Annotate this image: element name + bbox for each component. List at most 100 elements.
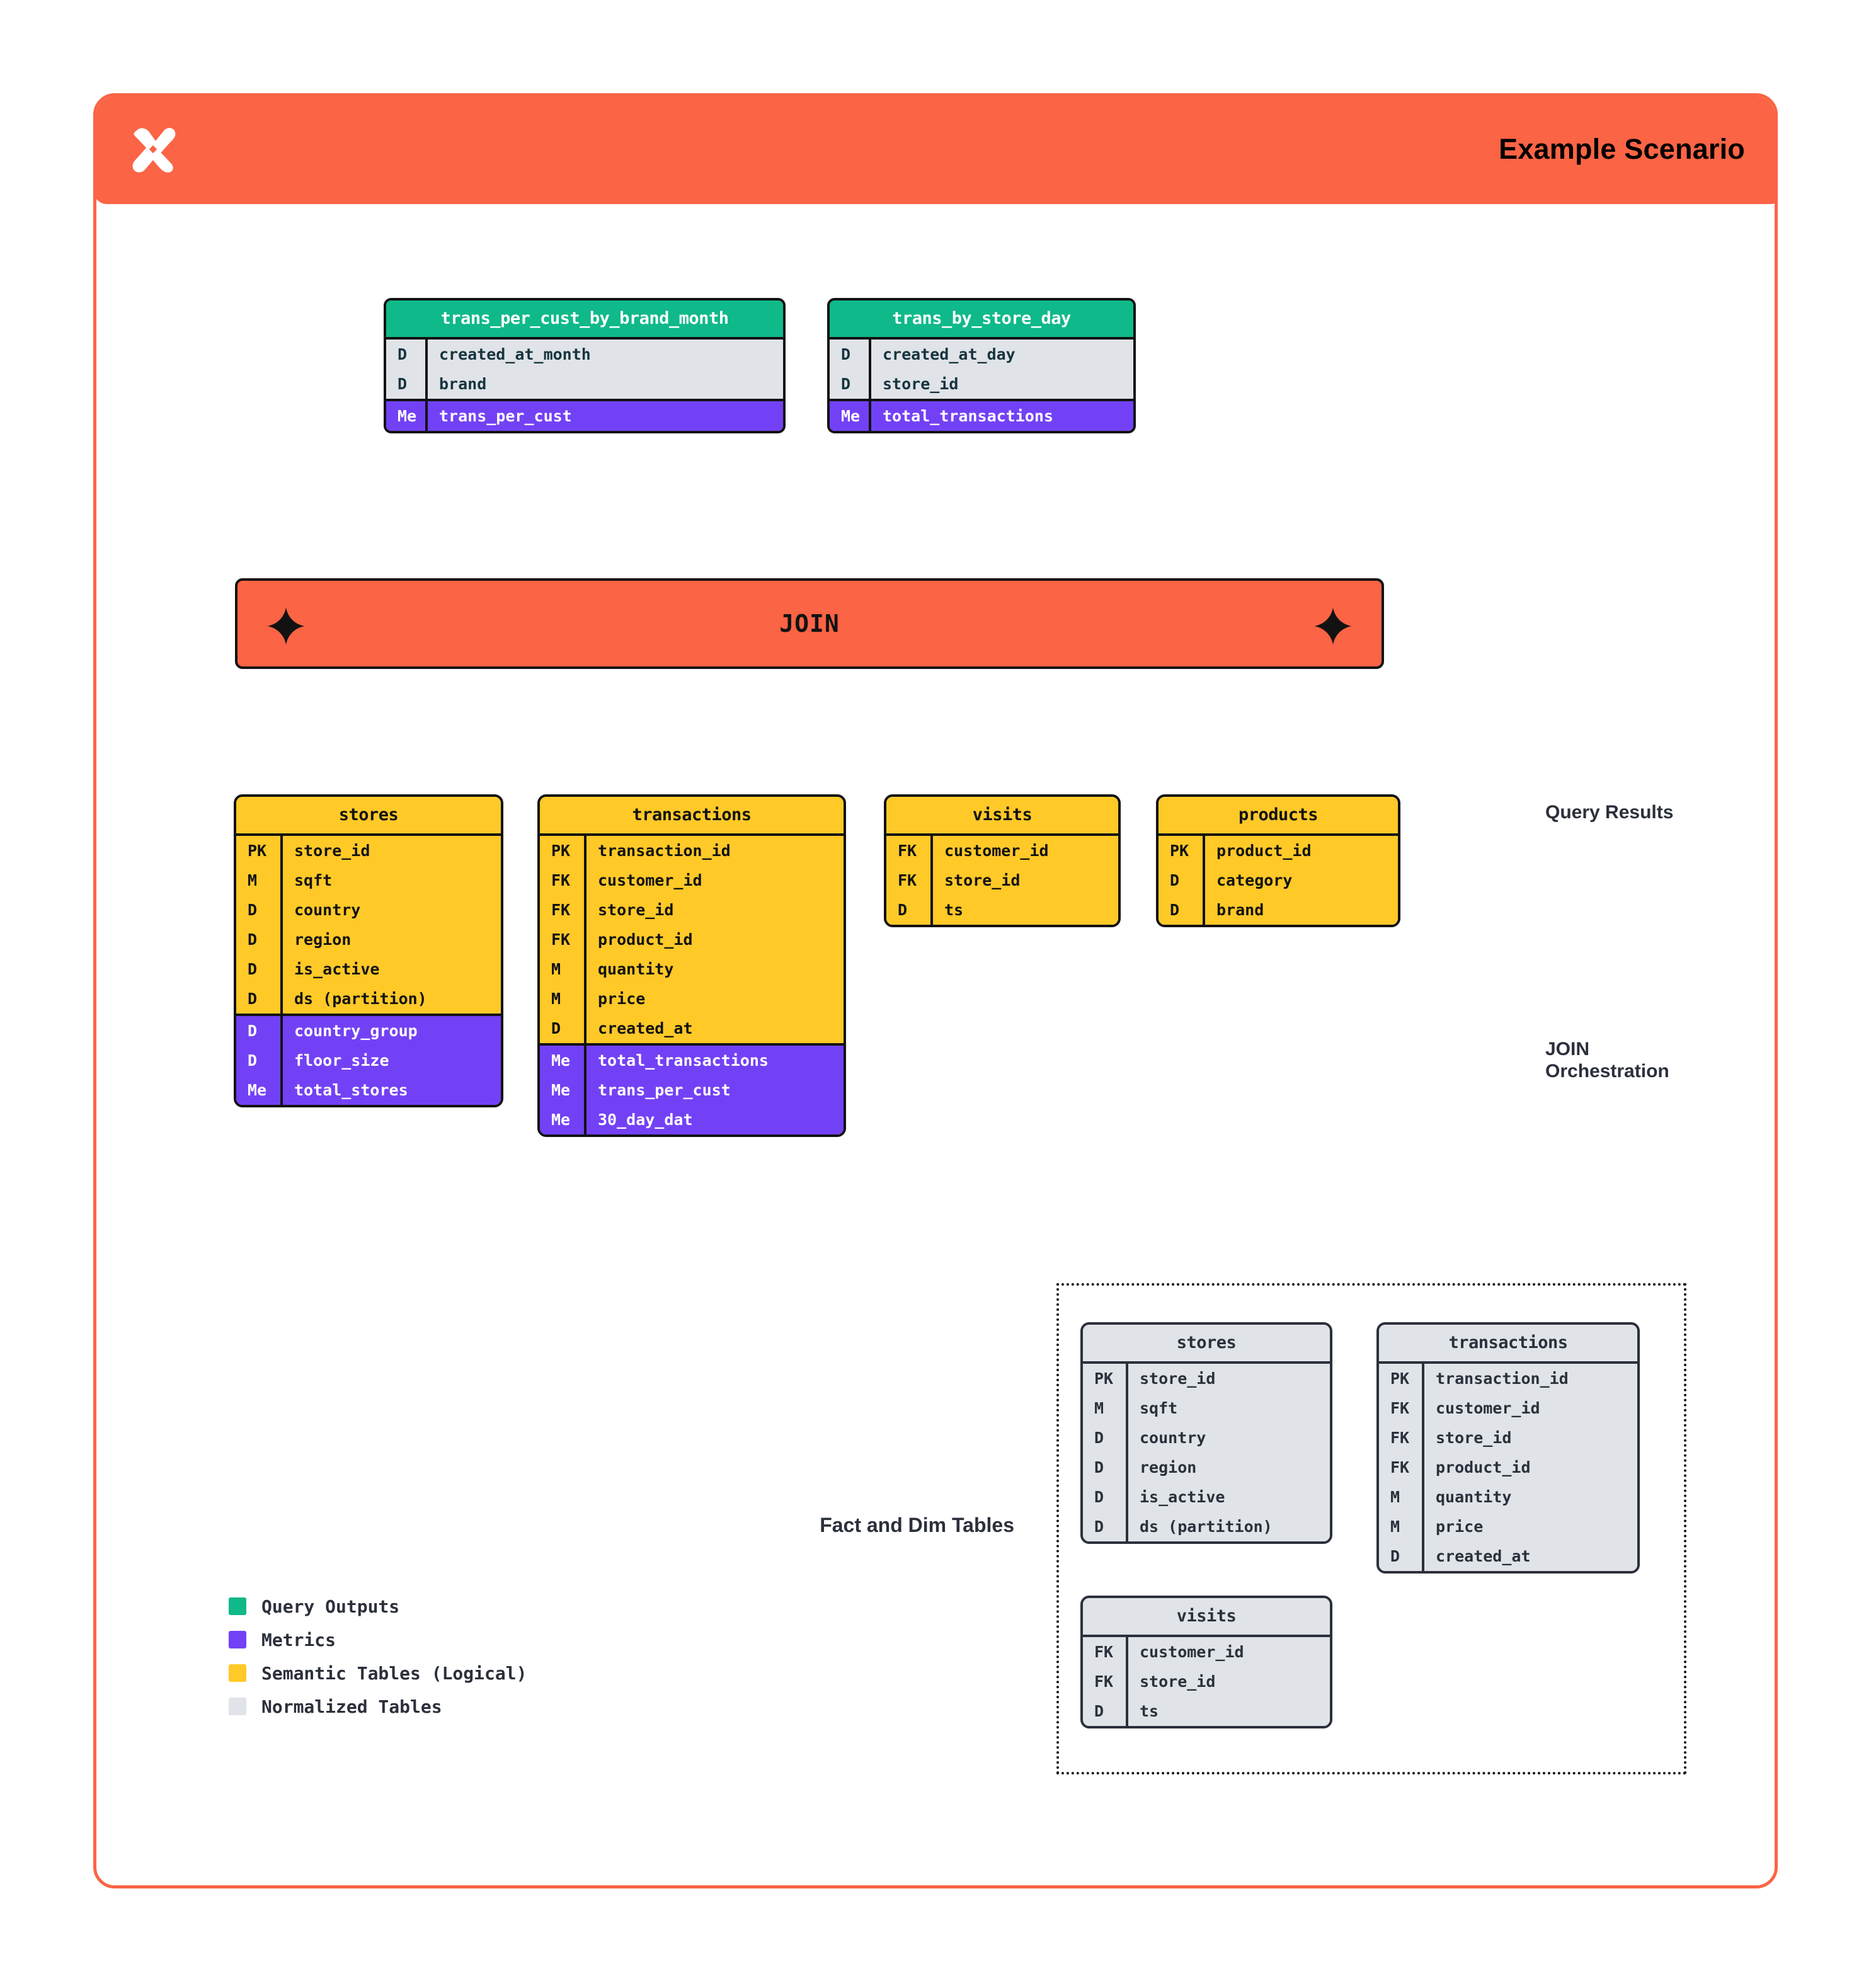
column-field: product_id: [1216, 842, 1312, 860]
table-row: Me total_transactions: [540, 1046, 844, 1075]
column-field: transaction_id: [1436, 1369, 1569, 1388]
column-key: FK: [886, 836, 933, 865]
column-key: D: [1379, 1541, 1424, 1571]
legend-swatch-normalized-tables: [229, 1698, 246, 1715]
column-field: floor_size: [294, 1051, 389, 1070]
table-row: Me total_transactions: [830, 401, 1133, 431]
column-field: total_transactions: [598, 1051, 769, 1070]
legend-label: Normalized Tables: [261, 1696, 442, 1717]
column-field: region: [294, 930, 352, 949]
column-key: PK: [236, 836, 283, 865]
table-title: visits: [886, 797, 1118, 836]
column-key: PK: [540, 836, 586, 865]
annotation-query-results: Query Results: [1545, 802, 1674, 823]
column-key: D: [386, 369, 428, 399]
legend-item: Query Outputs: [229, 1594, 527, 1619]
column-key: PK: [1083, 1364, 1128, 1393]
column-key: D: [1083, 1482, 1128, 1512]
column-key: D: [236, 895, 283, 925]
column-field: store_id: [1436, 1429, 1512, 1447]
column-field: price: [1436, 1517, 1484, 1536]
column-key: M: [1083, 1393, 1128, 1423]
column-key: Me: [540, 1105, 586, 1134]
column-field: region: [1140, 1458, 1197, 1477]
column-field: ds (partition): [294, 990, 427, 1008]
column-field: sqft: [294, 871, 333, 889]
column-key: D: [1083, 1696, 1128, 1726]
sparkle-diamond-icon: [1313, 607, 1353, 646]
column-field: customer_id: [1436, 1399, 1540, 1417]
column-key: FK: [540, 895, 586, 925]
column-key: D: [236, 1016, 283, 1046]
dimension-section: D created_at_day D store_id: [830, 340, 1133, 399]
column-field: store_id: [294, 842, 370, 860]
column-key: D: [830, 369, 871, 399]
column-key: D: [1159, 865, 1205, 895]
column-key: Me: [386, 401, 428, 431]
column-key: M: [540, 984, 586, 1014]
table-row: D brand: [386, 369, 783, 399]
column-field: brand: [1216, 901, 1264, 919]
column-field: total_stores: [294, 1081, 408, 1099]
column-key: D: [540, 1014, 586, 1043]
column-key: D: [236, 984, 283, 1014]
column-field: transaction_id: [598, 842, 731, 860]
column-key: Me: [540, 1046, 586, 1075]
sparkle-diamond-icon: [266, 607, 306, 646]
table-title: trans_per_cust_by_brand_month: [386, 300, 783, 340]
column-key: D: [1083, 1453, 1128, 1482]
join-label: JOIN: [779, 610, 840, 637]
column-field: quantity: [1436, 1488, 1512, 1506]
column-field: store_id: [944, 871, 1021, 889]
query-result-table-trans-per-cust-by-brand-month[interactable]: trans_per_cust_by_brand_month D created_…: [384, 298, 786, 433]
column-field: is_active: [1140, 1488, 1225, 1506]
column-key: M: [1379, 1482, 1424, 1512]
join-orchestration-bar[interactable]: JOIN: [235, 578, 1384, 669]
column-field: trans_per_cust: [598, 1081, 731, 1099]
column-key: Me: [830, 401, 871, 431]
table-row: D created_at_month: [386, 340, 783, 369]
column-key: FK: [1083, 1637, 1128, 1667]
table-title: products: [1159, 797, 1398, 836]
column-field: created_at: [598, 1019, 693, 1037]
column-field: quantity: [598, 960, 674, 978]
column-key: FK: [540, 925, 586, 954]
column-field: total_transactions: [883, 407, 1053, 425]
query-result-table-trans-by-store-day[interactable]: trans_by_store_day D created_at_day D st…: [827, 298, 1136, 433]
column-field: country: [1140, 1429, 1206, 1447]
table-row: D created_at_day: [830, 340, 1133, 369]
